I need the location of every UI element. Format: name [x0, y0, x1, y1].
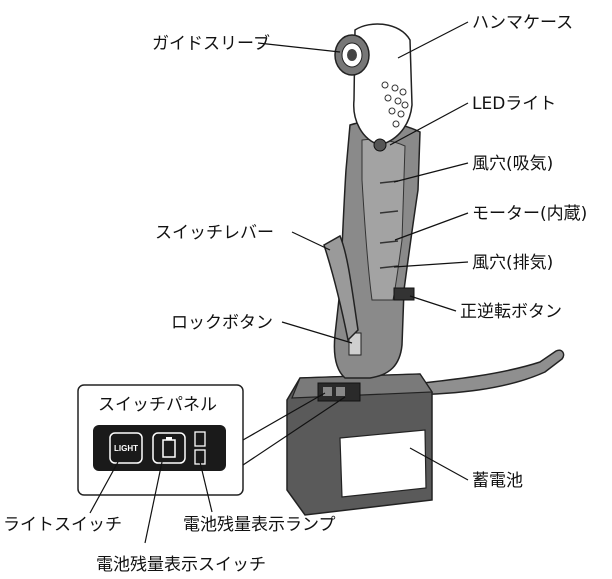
light-switch-button[interactable]: [109, 432, 143, 464]
label-battery: 蓄電池: [472, 471, 523, 491]
battery-icon: [162, 437, 176, 458]
label-switch-panel: スイッチパネル: [98, 395, 217, 415]
label-switch-lever: スイッチレバー: [155, 223, 274, 243]
label-guide-sleeve: ガイドスリーブ: [152, 33, 270, 54]
battery-pack: [286, 373, 434, 516]
label-motor: モーター(内蔵): [472, 204, 587, 224]
label-led-light: LEDライト: [472, 94, 556, 114]
guide-sleeve: [334, 34, 370, 76]
leader-lines: [89, 21, 469, 544]
light-button-text: LIGHT: [114, 444, 138, 453]
label-battery-switch: 電池残量表示スイッチ: [96, 555, 266, 575]
label-reverse-button: 正逆転ボタン: [460, 302, 562, 322]
wrist-strap: [404, 349, 565, 396]
label-battery-lamp: 電池残量表示ランプ: [183, 515, 336, 535]
label-light-switch: ライトスイッチ: [3, 515, 122, 535]
switch-lever: [323, 234, 359, 342]
battery-check-button[interactable]: [152, 432, 186, 464]
label-air-exhaust: 風穴(排気): [472, 253, 553, 273]
label-lock-button: ロックボタン: [171, 313, 273, 333]
label-air-intake: 風穴(吸気): [472, 154, 553, 174]
label-hammer-case: ハンマケース: [472, 13, 573, 33]
